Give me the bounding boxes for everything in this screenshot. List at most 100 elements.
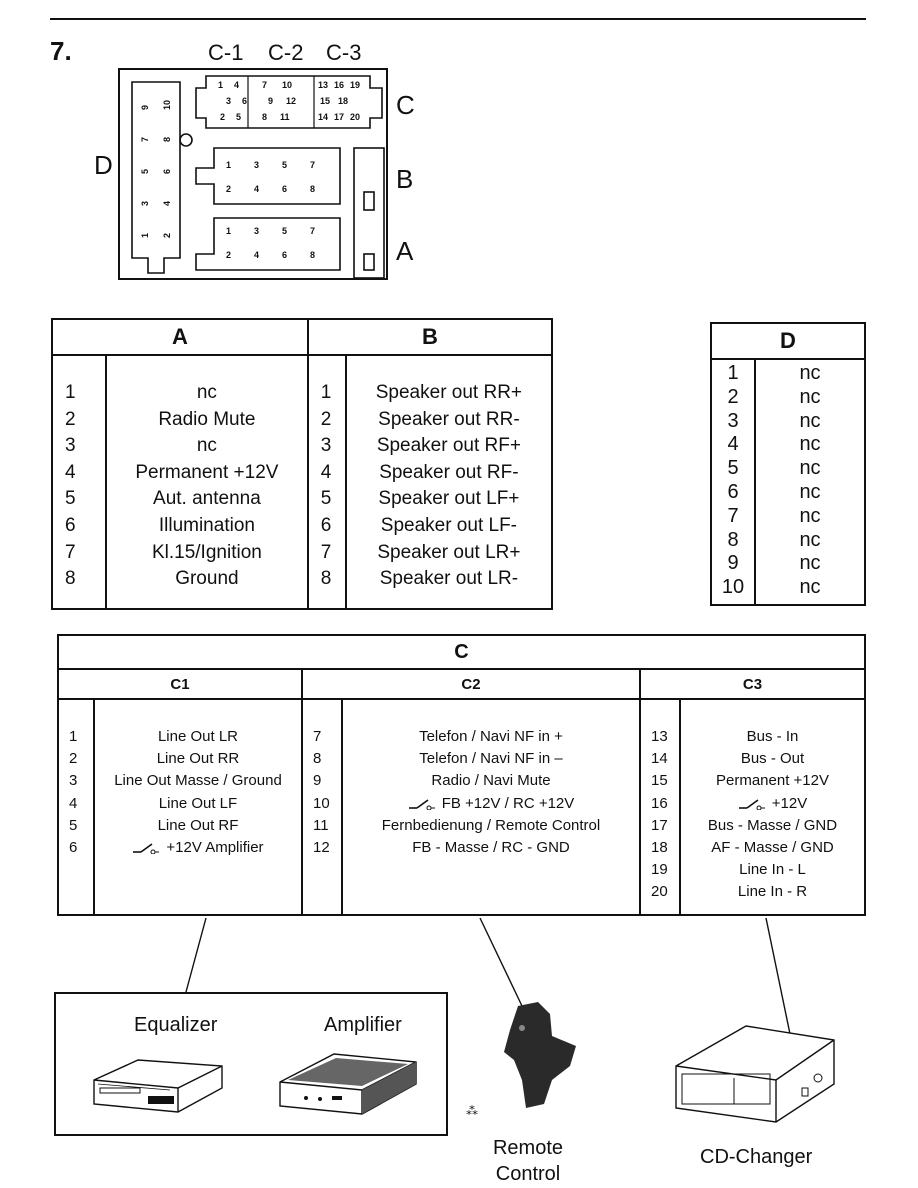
- pin-signal: nc: [196, 382, 217, 403]
- table-c2-signals: Telefon / Navi NF in + Telefon / Navi NF …: [342, 699, 641, 915]
- label-c1: C-1: [208, 40, 244, 65]
- pin-number: 6: [320, 514, 332, 536]
- pin-number: 3: [727, 409, 739, 432]
- connector-pin-label: 6: [162, 169, 172, 174]
- pin-number: 6: [727, 480, 739, 503]
- connector-pin-label: 6: [282, 250, 287, 260]
- connector-pin-label: 15: [320, 96, 330, 106]
- connector-pin-label: 4: [234, 80, 239, 90]
- connector-pin-label: 4: [162, 201, 172, 206]
- pin-number: 4: [65, 461, 76, 483]
- connector-pin-label: 2: [220, 112, 225, 122]
- connector-pin-label: 2: [226, 250, 231, 260]
- pin-number: 8: [727, 528, 739, 551]
- pin-signal: Bus - Out: [740, 750, 805, 768]
- connector-pin-label: 4: [254, 184, 259, 194]
- pin-signal: Telefon / Navi NF in –: [419, 750, 563, 768]
- pin-number: 10: [721, 576, 745, 599]
- pin-signal: Aut. antenna: [153, 488, 261, 510]
- connector-pin-label: 5: [282, 160, 287, 170]
- pin-number: 2: [320, 408, 332, 430]
- pin-number: 6: [69, 839, 78, 857]
- pin-signal: Line Out RF: [157, 816, 239, 834]
- pin-number: 3: [320, 435, 332, 457]
- pin-signal: Radio Mute: [158, 408, 256, 430]
- table-c1-header: C1: [58, 669, 303, 700]
- pin-signal-text: FB +12V / RC +12V: [441, 794, 575, 812]
- pin-number: 8: [320, 568, 332, 590]
- pin-number: 18: [651, 839, 668, 857]
- connector-pin-label: 5: [282, 226, 287, 236]
- connector-pin-label: 7: [140, 137, 150, 142]
- side-label-c: C: [396, 90, 415, 120]
- side-label-a: A: [396, 236, 414, 266]
- pin-number: 2: [65, 408, 76, 430]
- pin-number: 13: [651, 728, 668, 745]
- pin-number: 5: [65, 488, 76, 510]
- pin-signal: Line In - L: [739, 861, 806, 879]
- pin-signal: Ground: [175, 568, 239, 590]
- pin-number: 20: [651, 883, 668, 901]
- connector-pin-label: 2: [226, 184, 231, 194]
- pin-signal: Telefon / Navi NF in +: [419, 728, 563, 745]
- pin-signal: nc: [799, 362, 821, 384]
- connector-pin-label: 17: [334, 112, 344, 122]
- pin-signal: Permanent +12V: [716, 772, 829, 790]
- label-c2: C-2: [268, 40, 304, 65]
- pin-number: 7: [727, 504, 739, 527]
- connector-pin-label: 1: [140, 233, 150, 238]
- pin-signal: +12V Amplifier: [95, 837, 301, 859]
- connector-pin-label: 7: [310, 226, 315, 236]
- connector-pin-label: 7: [262, 80, 267, 90]
- equalizer-amplifier-box: [54, 992, 448, 1136]
- connector-pin-label: 20: [350, 112, 360, 122]
- side-label-d: D: [94, 150, 113, 180]
- pin-signal: nc: [799, 552, 821, 575]
- pin-number: 3: [69, 772, 78, 790]
- pin-signal: Bus - Masse / GND: [707, 816, 838, 834]
- pin-signal: nc: [799, 433, 821, 456]
- pin-signal: nc: [196, 435, 217, 457]
- remote-label-line2: Control: [495, 1163, 561, 1185]
- pin-signal: Speaker out LR-: [379, 568, 519, 590]
- pin-signal: nc: [799, 528, 821, 551]
- pin-signal: Line Out LR: [157, 728, 239, 745]
- pin-signal: Line Out LF: [158, 794, 238, 812]
- pin-number: 5: [320, 488, 332, 510]
- pin-signal: Speaker out RF-: [379, 461, 519, 483]
- pin-signal: Speaker out LR+: [377, 541, 521, 563]
- pin-number: 2: [69, 750, 78, 768]
- pin-signal: nc: [799, 576, 821, 599]
- pin-signal: Radio / Navi Mute: [431, 772, 551, 790]
- pin-number: 15: [651, 772, 668, 790]
- pin-signal: nc: [799, 480, 821, 503]
- pin-number: 4: [727, 433, 739, 456]
- connector-pin-label: 8: [310, 184, 315, 194]
- pin-number: 7: [313, 728, 322, 745]
- equalizer-icon: [93, 1059, 223, 1113]
- pin-signal: Speaker out LF-: [380, 514, 518, 536]
- pin-number: 5: [727, 457, 739, 480]
- pin-signal: Line Out RR: [156, 750, 240, 768]
- pin-number: 3: [65, 435, 76, 457]
- table-a-header: A: [52, 319, 309, 356]
- connector-pin-label: 3: [254, 226, 259, 236]
- connector-pin-label: 19: [350, 80, 360, 90]
- connector-pin-label: 16: [334, 80, 344, 90]
- table-d-header: D: [711, 323, 865, 360]
- connector-pin-label: 14: [318, 112, 328, 122]
- cd-changer-label: CD-Changer: [700, 1146, 813, 1168]
- connector-pin-label: 5: [236, 112, 241, 122]
- pin-number: 4: [320, 461, 332, 483]
- pin-signal: Line Out Masse / Ground: [114, 772, 282, 790]
- pin-number: 2: [727, 385, 739, 408]
- connector-pin-label: 6: [242, 96, 247, 106]
- cd-changer-icon: [675, 1025, 835, 1123]
